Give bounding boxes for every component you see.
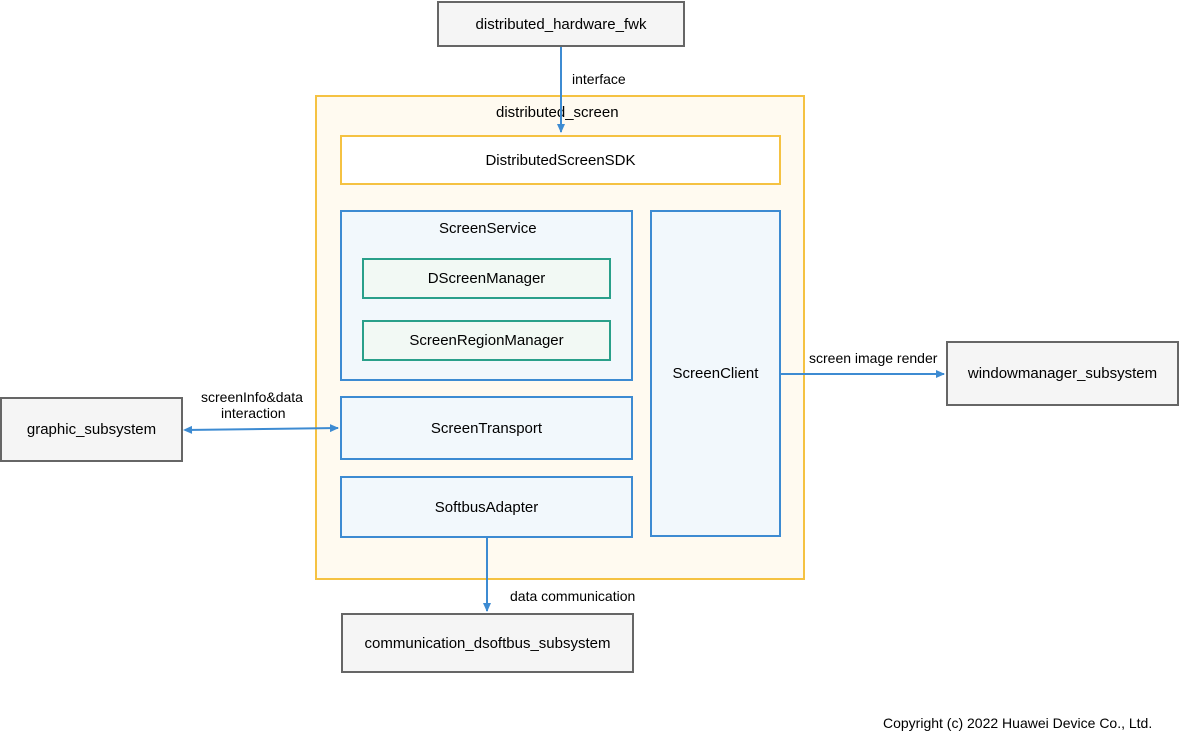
screen-transport-label: ScreenTransport — [430, 419, 543, 437]
distributed-screen-title: distributed_screen — [496, 104, 619, 121]
screen-region-manager-label: ScreenRegionManager — [409, 332, 564, 349]
data-communication-edge-label: data communication — [510, 588, 636, 604]
distributed-hardware-fwk-node: distributed_hardware_fwk — [437, 1, 685, 47]
dscreen-manager-node: DScreenManager — [362, 258, 611, 299]
screeninfo-arrow — [183, 424, 339, 434]
screeninfo-edge-label-line2: interaction — [221, 405, 286, 421]
screen-service-label: ScreenService — [439, 220, 537, 237]
dscreen-manager-label: DScreenManager — [427, 270, 546, 287]
copyright-text: Copyright (c) 2022 Huawei Device Co., Lt… — [883, 715, 1153, 731]
screen-client-node: ScreenClient — [650, 210, 781, 537]
distributed-hardware-fwk-label: distributed_hardware_fwk — [475, 15, 647, 33]
screeninfo-edge-label-line1: screenInfo&data — [201, 389, 303, 405]
graphic-subsystem-label: graphic_subsystem — [26, 421, 157, 438]
windowmanager-subsystem-node: windowmanager_subsystem — [946, 341, 1179, 406]
sdk-label: DistributedScreenSDK — [485, 151, 636, 169]
screen-image-render-edge-label: screen image render — [809, 350, 938, 366]
screen-client-label: ScreenClient — [672, 365, 759, 382]
softbus-adapter-label: SoftbusAdapter — [434, 498, 539, 516]
communication-subsystem-node: communication_dsoftbus_subsystem — [341, 613, 634, 673]
softbus-adapter-node: SoftbusAdapter — [340, 476, 633, 538]
communication-subsystem-label: communication_dsoftbus_subsystem — [364, 634, 611, 652]
distributed-screen-sdk-node: DistributedScreenSDK — [340, 135, 781, 185]
screen-transport-node: ScreenTransport — [340, 396, 633, 460]
windowmanager-subsystem-label: windowmanager_subsystem — [967, 365, 1158, 382]
screen-region-manager-node: ScreenRegionManager — [362, 320, 611, 361]
interface-edge-label: interface — [572, 71, 626, 87]
graphic-subsystem-node: graphic_subsystem — [0, 397, 183, 462]
